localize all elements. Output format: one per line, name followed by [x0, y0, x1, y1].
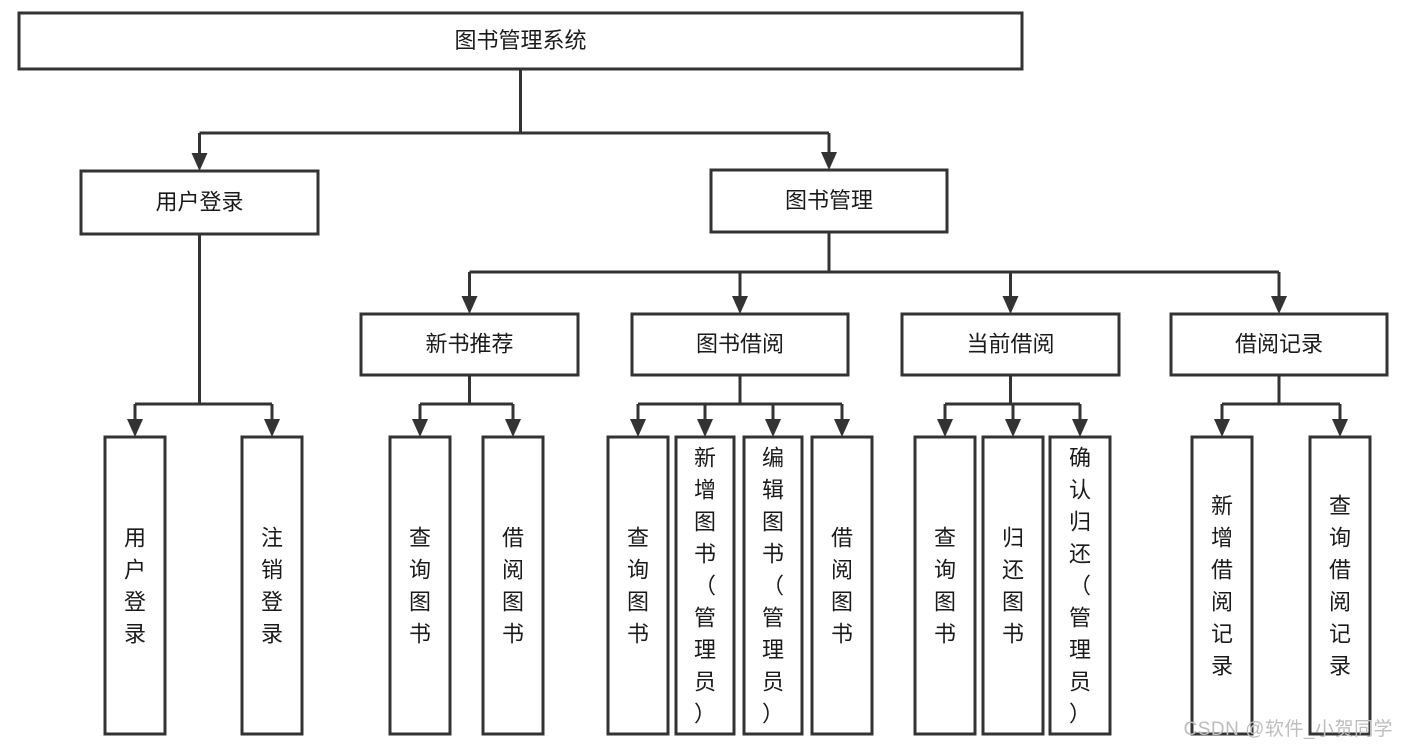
node-box-edit-book: [742, 435, 804, 736]
bookmgmt-to-level3-branch-0-head: [461, 296, 478, 314]
node-borrow-book-1: 借阅图书: [481, 435, 545, 736]
node-box-add-borrow-record: [1190, 435, 1254, 736]
borrow-records-to-leaves-branch-0-head: [1214, 419, 1230, 437]
userlogin-to-leaves-branch-1-head: [264, 419, 280, 437]
userlogin-to-leaves-branch-0-head: [127, 419, 143, 437]
node-label-user-logout: 注销登录: [261, 526, 283, 647]
node-user-login-do: 用户登录: [103, 435, 167, 736]
node-new-book-recommend: 新书推荐: [359, 312, 580, 377]
node-label-query-book-2: 查询图书: [627, 526, 649, 647]
node-edit-book: 编辑图书（管理员）: [742, 435, 804, 736]
node-user-logout: 注销登录: [240, 435, 304, 736]
bookmgmt-to-level3-branch-3-head: [1271, 296, 1287, 314]
node-add-borrow-record: 新增借阅记录: [1190, 435, 1254, 736]
node-label-borrow-book-2: 借阅图书: [831, 526, 853, 647]
node-query-book-3: 查询图书: [913, 435, 977, 736]
node-query-borrow-record: 查询借阅记录: [1308, 435, 1372, 736]
node-label-confirm-return: 确认归还（管理员）: [1069, 446, 1091, 727]
node-box-confirm-return: [1048, 435, 1112, 736]
node-box-book-borrow: [630, 312, 850, 377]
node-box-query-borrow-record: [1308, 435, 1372, 736]
node-label-book-management: 图书管理: [785, 188, 873, 213]
node-confirm-return: 确认归还（管理员）: [1048, 435, 1112, 736]
node-box-borrow-book-1: [481, 435, 545, 736]
node-label-current-borrow: 当前借阅: [966, 331, 1054, 356]
current-borrow-to-leaves-branch-0-head: [937, 419, 953, 437]
node-label-add-borrow-record: 新增借阅记录: [1211, 494, 1233, 679]
node-label-new-book-recommend: 新书推荐: [425, 331, 513, 356]
book-borrow-to-leaves-branch-1-head: [697, 419, 713, 437]
node-current-borrow: 当前借阅: [900, 312, 1121, 377]
node-book-borrow: 图书借阅: [630, 312, 850, 377]
node-label-edit-book: 编辑图书（管理员）: [762, 446, 784, 727]
node-box-user-login: [79, 169, 320, 236]
node-borrow-book-2: 借阅图书: [810, 435, 874, 736]
node-box-user-login-do: [103, 435, 167, 736]
node-box-root: [17, 11, 1024, 71]
node-box-borrow-book-2: [810, 435, 874, 736]
node-box-query-book-1: [388, 435, 452, 736]
borrow-records-to-leaves-branch-1-head: [1332, 419, 1348, 437]
node-label-query-borrow-record: 查询借阅记录: [1329, 494, 1351, 679]
node-label-book-borrow: 图书借阅: [696, 331, 784, 356]
node-label-return-book: 归还图书: [1002, 526, 1024, 647]
node-user-login: 用户登录: [79, 169, 320, 236]
node-label-query-book-1: 查询图书: [409, 526, 431, 647]
root-to-level2-branch-1-head: [821, 152, 837, 170]
node-add-book: 新增图书（管理员）: [674, 435, 736, 736]
book-borrow-to-leaves-branch-3-head: [834, 419, 850, 437]
node-label-borrow-records: 借阅记录: [1235, 331, 1323, 356]
book-borrow-to-leaves-branch-0-head: [630, 419, 646, 437]
node-query-book-2: 查询图书: [606, 435, 670, 736]
new-book-recommend-to-leaves-branch-1-head: [505, 419, 521, 437]
bookmgmt-to-level3-branch-1-head: [732, 296, 748, 314]
node-label-root: 图书管理系统: [454, 28, 586, 53]
node-label-user-login-do: 用户登录: [124, 526, 146, 647]
root-to-level2-branch-0-head: [191, 153, 208, 171]
book-borrow-to-leaves-branch-2-head: [765, 419, 781, 437]
node-label-user-login: 用户登录: [155, 189, 243, 214]
current-borrow-to-leaves-branch-2-head: [1072, 419, 1088, 437]
node-box-return-book: [981, 435, 1045, 736]
node-borrow-records: 借阅记录: [1169, 312, 1389, 377]
node-label-query-book-3: 查询图书: [934, 526, 956, 647]
node-box-add-book: [674, 435, 736, 736]
node-box-user-logout: [240, 435, 304, 736]
node-box-book-management: [709, 168, 949, 234]
node-box-query-book-3: [913, 435, 977, 736]
node-query-book-1: 查询图书: [388, 435, 452, 736]
bookmgmt-to-level3-branch-2-head: [1002, 296, 1019, 314]
node-label-borrow-book-1: 借阅图书: [502, 526, 524, 647]
node-label-add-book: 新增图书（管理员）: [694, 446, 716, 727]
node-root: 图书管理系统: [17, 11, 1024, 71]
node-box-query-book-2: [606, 435, 670, 736]
node-return-book: 归还图书: [981, 435, 1045, 736]
node-box-borrow-records: [1169, 312, 1389, 377]
current-borrow-to-leaves-branch-1-head: [1005, 419, 1021, 437]
node-box-current-borrow: [900, 312, 1121, 377]
new-book-recommend-to-leaves-branch-0-head: [412, 419, 428, 437]
node-book-management: 图书管理: [709, 168, 949, 234]
node-box-new-book-recommend: [359, 312, 580, 377]
